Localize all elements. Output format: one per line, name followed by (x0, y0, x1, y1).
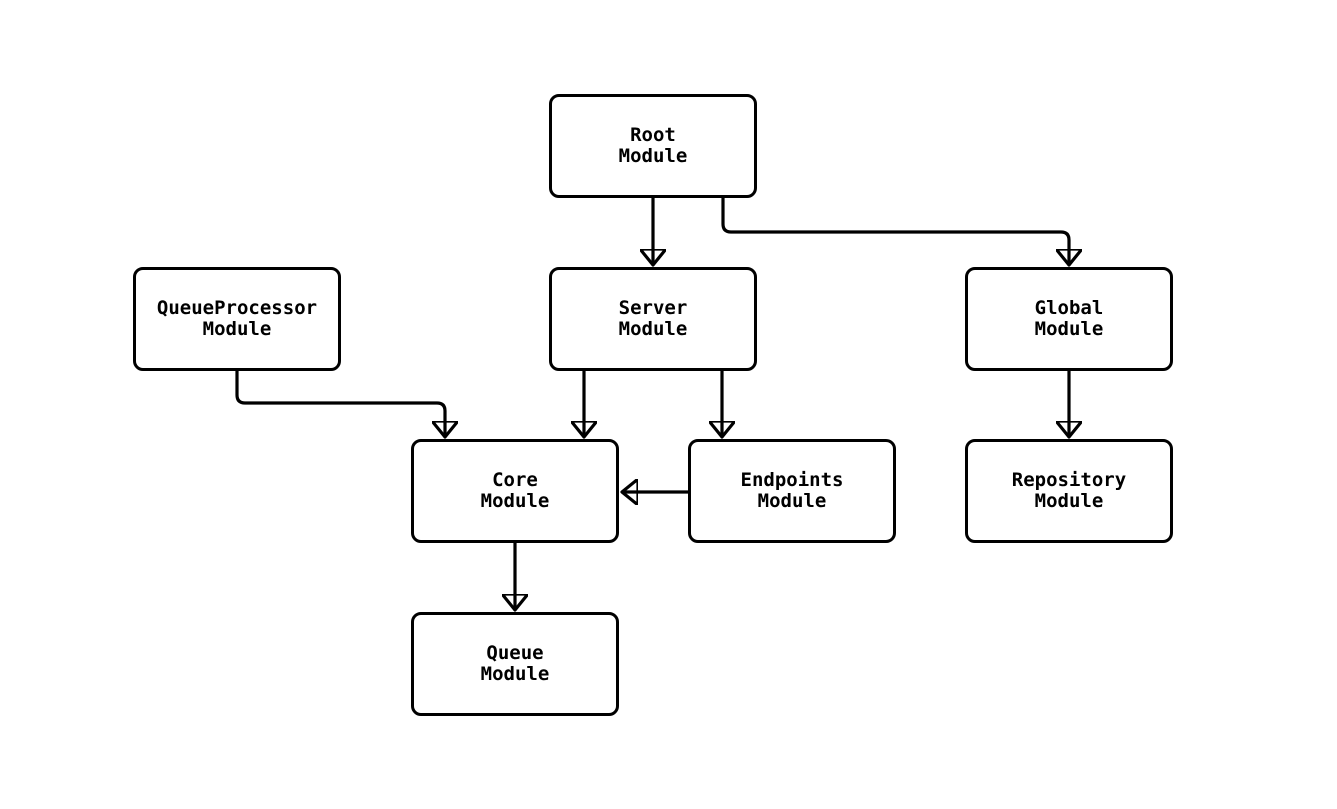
node-queue-module: Queue Module (411, 612, 619, 716)
node-queueprocessor-module: QueueProcessor Module (133, 267, 341, 371)
node-repository-label-line1: Repository (1011, 469, 1127, 491)
node-queue-label-line1: Queue (486, 642, 544, 664)
node-global-label-line1: Global (1034, 297, 1104, 319)
node-server-module: Server Module (549, 267, 757, 371)
node-server-label-line2: Module (618, 318, 688, 340)
node-core-label-line1: Core (492, 469, 538, 491)
node-endpoints-module: Endpoints Module (688, 439, 896, 543)
node-root-module: Root Module (549, 94, 757, 198)
edge-root-to-global-arrow (721, 198, 1069, 264)
node-endpoints-label-line2: Module (757, 490, 827, 512)
node-global-label-line2: Module (1034, 318, 1104, 340)
node-core-label-line2: Module (480, 490, 550, 512)
node-queueprocessor-label-line1: QueueProcessor (156, 297, 318, 319)
node-queue-label-line2: Module (480, 663, 550, 685)
node-root-label-line1: Root (630, 124, 676, 146)
node-server-label-line1: Server (618, 297, 688, 319)
node-repository-label-line2: Module (1034, 490, 1104, 512)
node-queueprocessor-label-line2: Module (202, 318, 272, 340)
node-global-module: Global Module (965, 267, 1173, 371)
node-endpoints-label-line1: Endpoints (740, 469, 844, 491)
node-repository-module: Repository Module (965, 439, 1173, 543)
node-core-module: Core Module (411, 439, 619, 543)
node-root-label-line2: Module (618, 145, 688, 167)
edge-queueprocessor-to-core-arrow (235, 371, 445, 436)
